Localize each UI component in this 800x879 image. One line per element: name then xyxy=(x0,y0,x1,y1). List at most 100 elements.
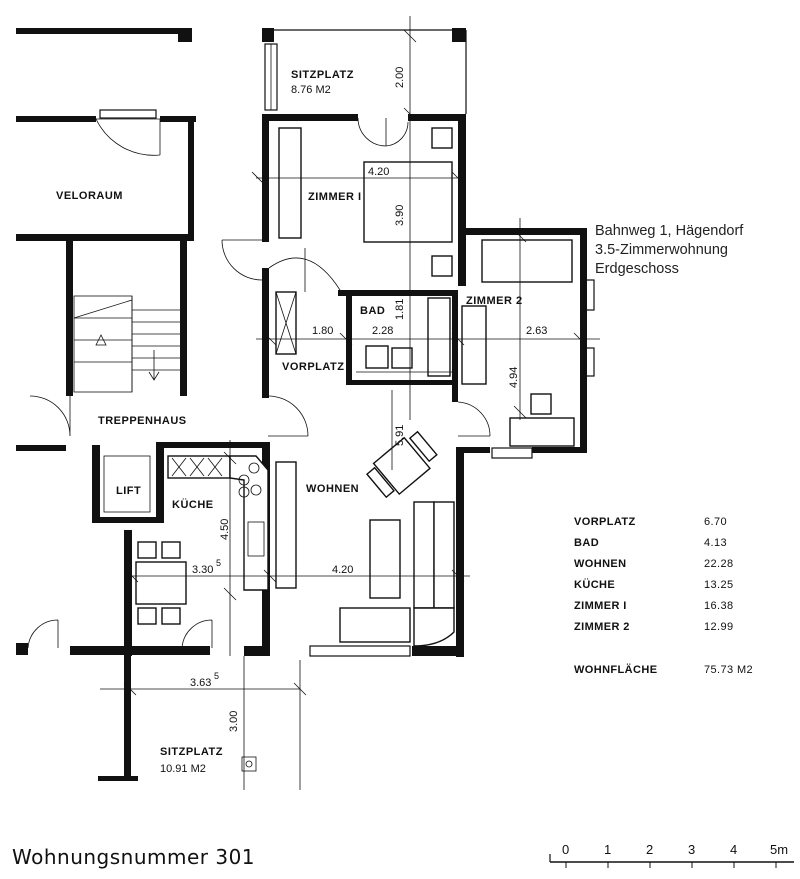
room-label-bad: BAD xyxy=(360,305,385,317)
dimension-label: 4.50 xyxy=(219,519,231,540)
wall xyxy=(244,646,270,656)
bed xyxy=(481,239,573,283)
door-swing xyxy=(181,619,213,649)
wall xyxy=(262,114,358,121)
dimension-label: 1.81 xyxy=(394,299,406,320)
dimension-label: 3.90 xyxy=(394,205,406,226)
wall xyxy=(156,445,164,523)
chair xyxy=(137,541,157,559)
staircase xyxy=(73,295,180,393)
toilet xyxy=(391,347,413,369)
scale-tick-label: 4 xyxy=(730,842,738,857)
door-swing xyxy=(221,239,263,281)
desk xyxy=(509,417,575,447)
scale-tick-label: 3 xyxy=(688,842,696,857)
door-swing xyxy=(268,248,341,292)
dimension-label: 4.20 xyxy=(368,166,389,178)
apartment-number: Wohnungsnummer 301 xyxy=(12,845,256,869)
door-swing xyxy=(457,401,491,437)
wardrobe xyxy=(278,127,302,239)
nightstand xyxy=(431,255,453,277)
area-label-sitzplatz-bottom: 10.91 M2 xyxy=(160,763,206,775)
door-swing xyxy=(95,118,161,156)
stove-burner xyxy=(238,486,250,498)
dimension-label: 3.63 xyxy=(190,677,211,689)
dimension-label: 2.28 xyxy=(372,325,393,337)
scale-bar-graphic xyxy=(549,854,794,868)
wall xyxy=(412,646,464,656)
wall xyxy=(98,776,138,781)
chair xyxy=(530,393,552,415)
wall xyxy=(458,114,466,286)
dimension-label: 3.30 xyxy=(192,564,213,576)
nightstand xyxy=(431,127,453,149)
wall xyxy=(188,116,194,240)
door-swing xyxy=(357,117,409,147)
wall xyxy=(160,116,196,122)
wall xyxy=(92,517,164,523)
sofa xyxy=(339,607,411,643)
scale-tick-label: 0 xyxy=(562,842,570,857)
sink xyxy=(247,521,265,557)
stove-burner xyxy=(250,484,262,496)
dining-table xyxy=(135,561,187,605)
room-label-veloraum: VELORAUM xyxy=(56,190,123,202)
door-swing xyxy=(29,395,71,437)
wall xyxy=(262,268,269,398)
shelf xyxy=(275,461,297,589)
counter xyxy=(229,455,269,591)
dimension-label-superscript: 5 xyxy=(216,558,221,568)
stove-burner xyxy=(238,474,250,486)
sink xyxy=(365,345,389,369)
dimension-label: 5.91 xyxy=(394,425,406,446)
wall xyxy=(92,445,100,523)
wall xyxy=(338,290,458,296)
wall xyxy=(452,290,458,402)
chair xyxy=(161,607,181,625)
floor-level: Erdgeschoss xyxy=(595,261,679,277)
scale-tick-label: 1 xyxy=(604,842,612,857)
wall xyxy=(124,656,131,781)
dining-table xyxy=(365,430,438,499)
room-label-zimmer2: ZIMMER 2 xyxy=(466,295,523,307)
wall xyxy=(580,228,587,453)
wall xyxy=(452,28,466,42)
wall xyxy=(456,447,490,453)
room-label-treppenhaus: TREPPENHAUS xyxy=(98,415,187,427)
wardrobe xyxy=(461,305,487,385)
sofa xyxy=(413,607,455,647)
apartment-type: 3.5-Zimmerwohnung xyxy=(595,242,728,258)
wall xyxy=(532,447,587,453)
wall xyxy=(66,241,73,396)
room-label-wohnen: WOHNEN xyxy=(306,483,359,495)
wall xyxy=(456,447,464,657)
wall xyxy=(16,116,96,122)
room-label-vorplatz: VORPLATZ xyxy=(282,361,344,373)
window xyxy=(583,347,595,377)
dimension-label: 3.00 xyxy=(228,711,240,732)
room-label-sitzplatz-bottom: SITZPLATZ xyxy=(160,746,223,758)
scale-bar: 0 1 2 3 4 5m xyxy=(548,838,798,878)
door-swing xyxy=(27,619,59,649)
wall xyxy=(408,114,466,121)
chair xyxy=(161,541,181,559)
dimension-label: 2.63 xyxy=(526,325,547,337)
room-label-lift: LIFT xyxy=(116,485,141,497)
window xyxy=(491,447,533,459)
lift-shaft xyxy=(103,455,151,513)
room-label-sitzplatz-top: SITZPLATZ xyxy=(291,69,354,81)
wall xyxy=(156,442,268,448)
address-line: Bahnweg 1, Hägendorf xyxy=(595,223,744,239)
dimension-lines xyxy=(100,16,600,790)
wall xyxy=(178,28,192,42)
window xyxy=(309,645,411,657)
window xyxy=(583,279,595,311)
coffee-table xyxy=(369,519,401,599)
